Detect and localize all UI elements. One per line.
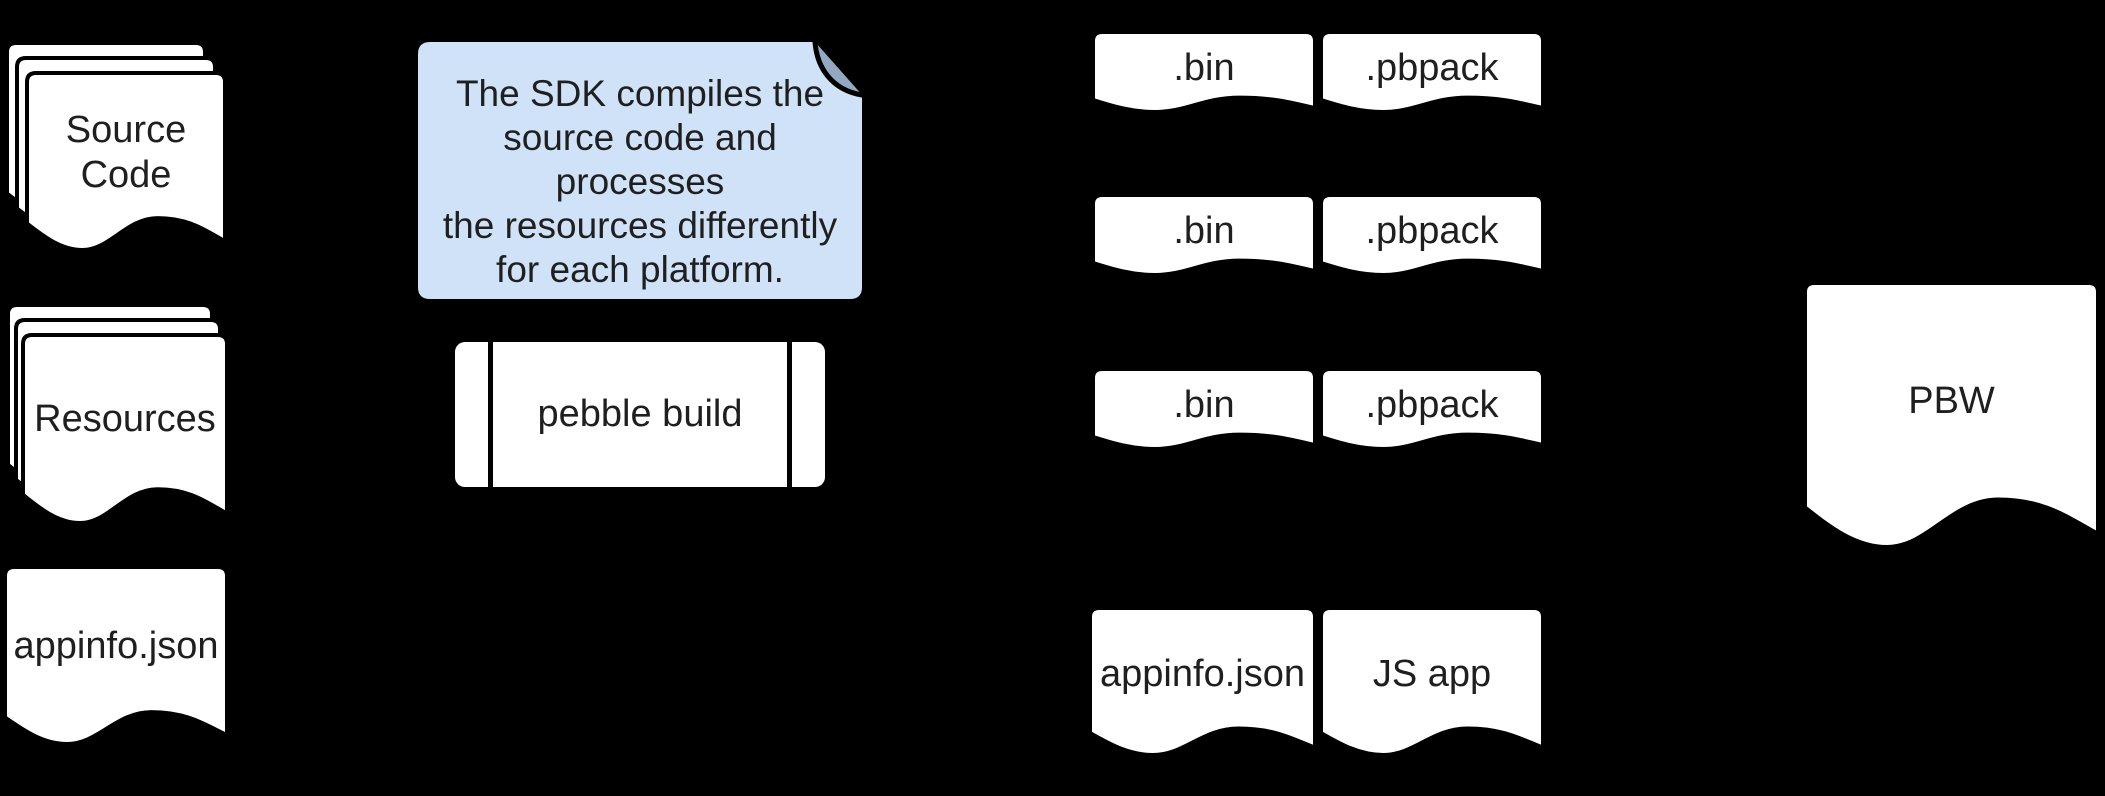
document-shape xyxy=(1319,367,1545,452)
sdk-note: The SDK compiles the source code and pro… xyxy=(418,39,865,299)
note-fold xyxy=(815,42,862,95)
document-shape xyxy=(1319,193,1545,278)
process-right-bar xyxy=(787,342,792,487)
document-shape xyxy=(1803,281,2100,550)
bin-doc-row2: .bin xyxy=(1091,193,1317,278)
document-shape xyxy=(21,333,229,526)
document-shape xyxy=(1319,606,1545,758)
note-shape xyxy=(418,39,865,299)
document-shape xyxy=(1319,30,1545,115)
appinfo-output-doc: appinfo.json xyxy=(1088,606,1317,758)
bin-doc-row3: .bin xyxy=(1091,367,1317,452)
appinfo-input-doc: appinfo.json xyxy=(2,565,229,747)
pbpack-doc-row1: .pbpack xyxy=(1319,30,1545,115)
note-fold-curve-icon xyxy=(812,39,865,98)
note-body xyxy=(418,42,862,299)
document-shape xyxy=(1091,367,1317,452)
js-app-doc: JS app xyxy=(1319,606,1545,758)
pbpack-doc-row3: .pbpack xyxy=(1319,367,1545,452)
pbpack-doc-row2: .pbpack xyxy=(1319,193,1545,278)
document-shape xyxy=(25,71,227,253)
pebble-build-box: pebble build xyxy=(455,342,825,487)
source-code-doc: Source Code xyxy=(25,71,227,253)
pebble-build-label: pebble build xyxy=(537,393,743,435)
document-shape xyxy=(2,565,229,747)
note-text: The SDK compiles the source code and pro… xyxy=(442,72,838,290)
pbw-doc: PBW xyxy=(1803,281,2100,550)
resources-doc: Resources xyxy=(21,333,229,526)
document-shape xyxy=(1088,606,1317,758)
document-shape xyxy=(1091,30,1317,115)
bin-doc-row1: .bin xyxy=(1091,30,1317,115)
process-left-bar xyxy=(488,342,493,487)
document-shape xyxy=(1091,193,1317,278)
